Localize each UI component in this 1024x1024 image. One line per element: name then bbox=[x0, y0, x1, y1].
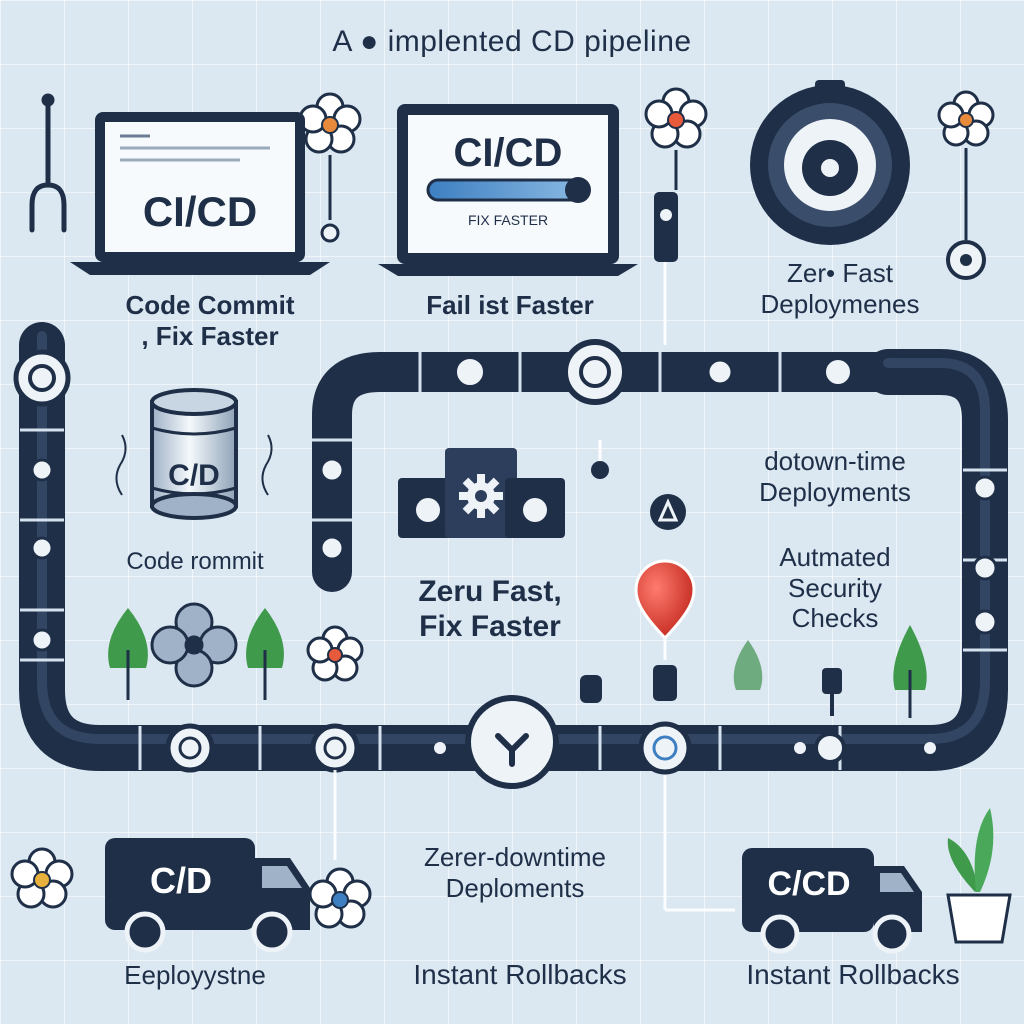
plant-icon bbox=[946, 808, 1012, 944]
database-icon bbox=[115, 388, 273, 520]
triangle-marker-icon bbox=[591, 461, 686, 530]
caption-automated-line2: Security bbox=[788, 572, 882, 603]
inner-pipe bbox=[312, 352, 908, 592]
tree-icon bbox=[108, 608, 927, 718]
port-bottom-2 bbox=[310, 723, 360, 773]
caption-zerer-line2: Deploments bbox=[445, 872, 585, 903]
truck-label-left: C/D bbox=[150, 860, 212, 901]
port-bottom-hub bbox=[465, 695, 559, 789]
outer-pipe bbox=[19, 322, 1008, 771]
caption-rollbacks-right: Instant Rollbacks bbox=[746, 959, 960, 990]
flower-icon bbox=[10, 87, 995, 929]
port-top-2 bbox=[706, 358, 734, 386]
caption-zero-fast-line2: Deploymenes bbox=[760, 288, 920, 319]
caption-zeru-line1: Zeru Fast, bbox=[418, 575, 562, 608]
laptop-icon-center bbox=[378, 104, 638, 276]
caption-automated-line1: Autmated bbox=[779, 542, 891, 572]
screen-caption-center: FIX FASTER bbox=[467, 212, 549, 228]
caption-rollbacks-center: Instant Rollbacks bbox=[413, 959, 627, 990]
device-icon bbox=[654, 192, 678, 262]
caption-code-commit-fix-line1: Code Commit bbox=[125, 290, 295, 320]
valve-icon bbox=[580, 668, 842, 716]
pipe-ports bbox=[13, 339, 998, 789]
caption-zeru-line2: Fix Faster bbox=[419, 610, 561, 644]
port-left-2 bbox=[30, 536, 54, 560]
clover-icon bbox=[150, 602, 238, 688]
caption-code-commit-fix: Code Commit , Fix Faster bbox=[95, 290, 325, 351]
caption-dotown-line2: Deployments bbox=[759, 476, 911, 507]
port-left-top bbox=[13, 349, 71, 407]
port-top-hub bbox=[562, 339, 628, 405]
caption-zerer-line1: Zerer-downtime bbox=[423, 842, 607, 872]
caption-eeployystne: Eeployystne bbox=[124, 960, 266, 990]
pin-icon bbox=[634, 559, 696, 701]
caption-dotown-time: dotown-time Deployments bbox=[710, 446, 960, 507]
screen-label-left: CI/CD bbox=[142, 188, 258, 235]
camera-icon bbox=[750, 80, 910, 245]
pipeline-pipes bbox=[19, 322, 1008, 771]
caption-automated-line3: Checks bbox=[791, 603, 879, 634]
laptop-icon-left bbox=[70, 112, 330, 275]
port-left-1 bbox=[30, 458, 54, 482]
port-inner-2 bbox=[319, 535, 345, 561]
port-top-3 bbox=[822, 356, 854, 388]
barrel-label: C/D bbox=[168, 459, 220, 492]
port-bottom-3 bbox=[638, 721, 692, 775]
page-title: A ● implented CD pipeline bbox=[332, 25, 692, 58]
gear-icon bbox=[398, 448, 565, 538]
caption-fail-fast: Fail ist Faster bbox=[426, 290, 594, 320]
wrench-icon bbox=[29, 93, 67, 233]
port-left-3 bbox=[30, 628, 54, 652]
caption-zero-fast: Zer• Fast Deploymenes bbox=[720, 258, 960, 319]
port-bottom-1 bbox=[165, 723, 215, 773]
port-bottom-4 bbox=[814, 732, 846, 764]
port-right-1 bbox=[972, 475, 998, 501]
caption-code-commit-fix-line2: , Fix Faster bbox=[141, 320, 279, 351]
caption-zerer-downtime: Zerer-downtime Deploments bbox=[370, 842, 660, 903]
screen-label-center: CI/CD bbox=[453, 131, 563, 175]
port-top-1 bbox=[453, 355, 487, 389]
port-inner-1 bbox=[319, 457, 345, 483]
truck-icon-left bbox=[105, 838, 310, 953]
port-bottom-5 bbox=[434, 742, 936, 754]
port-right-3 bbox=[972, 609, 998, 635]
caption-zeru-fast: Zeru Fast, Fix Faster bbox=[380, 574, 600, 645]
truck-icon-right bbox=[742, 848, 922, 954]
port-right-2 bbox=[972, 555, 998, 581]
truck-label-right: C/CD bbox=[767, 865, 851, 903]
caption-dotown-line1: dotown-time bbox=[764, 446, 906, 476]
caption-zero-fast-line1: Zer• Fast bbox=[787, 258, 893, 288]
caption-automated-security: Autmated Security Checks bbox=[715, 542, 955, 634]
caption-code-commit: Code rommit bbox=[126, 548, 264, 575]
